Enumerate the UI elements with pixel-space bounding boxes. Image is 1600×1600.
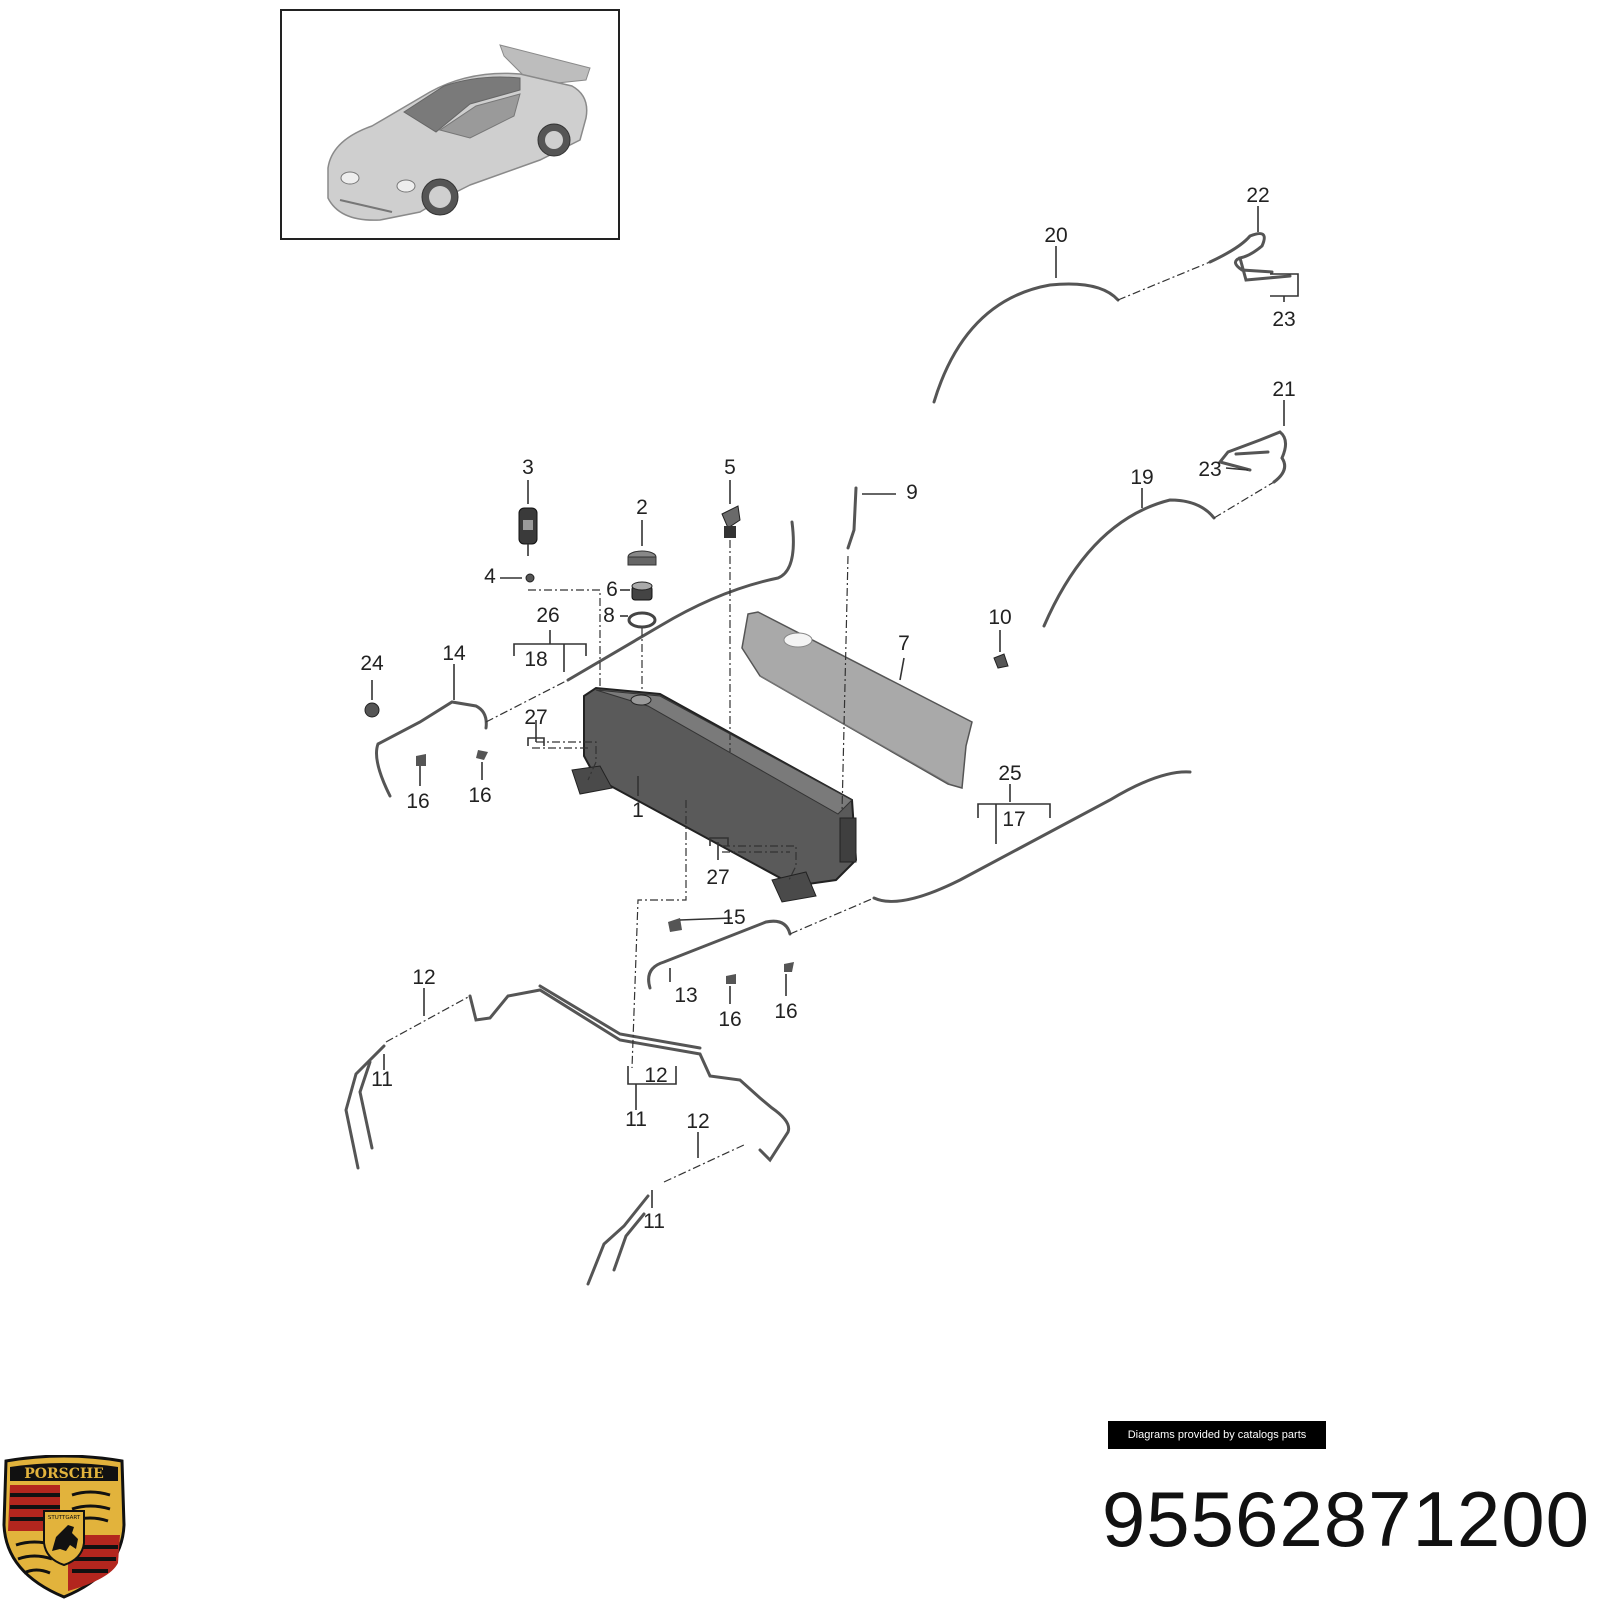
callout-11c: 11 [643,1210,665,1233]
nozzle-hose-right [586,1143,747,1286]
logo-city: STUTTGART [48,1515,81,1521]
callout-16d: 16 [774,1000,797,1023]
hose-13 [647,770,1192,990]
clip-10 [993,653,1009,669]
callout-16c: 16 [718,1008,741,1031]
callout-24: 24 [360,652,384,675]
callout-20: 20 [1044,224,1067,247]
nozzle-hose-left [344,984,791,1170]
callout-17: 17 [1002,808,1025,831]
callout-16b: 16 [468,784,491,807]
callout-labels: 1 2 3 4 5 6 7 8 9 10 11 11 11 12 12 12 1… [360,184,1295,1233]
callout-15: 15 [722,906,745,929]
clip-16b [476,750,488,760]
callout-3: 3 [522,456,534,479]
clip-16d [784,962,794,972]
callout-9: 9 [906,481,918,504]
callout-19: 19 [1130,466,1153,489]
callout-8: 8 [603,604,615,627]
hose-20 [932,232,1292,404]
callout-1: 1 [632,799,644,822]
grommet-24 [364,702,380,718]
callout-27b: 27 [706,866,729,889]
callout-16a: 16 [406,790,429,813]
assembly-lines [528,540,849,1069]
callout-4: 4 [484,565,496,588]
callout-21: 21 [1272,378,1295,401]
heat-shield [741,611,973,789]
callout-2: 2 [636,496,648,519]
clip-16c [726,974,736,984]
callout-12a: 12 [412,966,435,989]
callout-11a: 11 [371,1068,393,1091]
callout-27a: 27 [524,706,547,729]
filler-cap [627,550,657,629]
callout-22: 22 [1246,184,1269,207]
callout-14: 14 [442,642,466,665]
logo-wordmark: PORSCHE [24,1466,104,1482]
callout-11b: 11 [625,1108,647,1131]
callout-6: 6 [606,578,618,601]
callout-23a: 23 [1272,308,1295,331]
leader-lines [371,206,1299,1208]
washer-tank [571,686,858,903]
callout-18: 18 [524,648,547,671]
clip-16a [416,754,426,766]
callout-5: 5 [724,456,736,479]
diagram-credit-banner: Diagrams provided by catalogs parts [1108,1421,1326,1449]
level-sensor [721,505,741,538]
callout-10: 10 [988,606,1011,629]
callout-26: 26 [536,604,559,627]
hose-14 [375,520,795,798]
porsche-crest-icon: PORSCHE STUTTGART [2,1455,126,1599]
callout-12b: 12 [644,1064,667,1087]
part-number: 95562871200 [1101,1475,1590,1563]
car-icon [327,44,591,221]
callout-23b: 23 [1198,458,1221,481]
hose-19 [1042,430,1287,628]
callout-13: 13 [674,984,697,1007]
clip-15 [668,918,682,932]
callout-12c: 12 [686,1110,709,1133]
callout-7: 7 [898,632,910,655]
car-overview-inset [280,9,620,240]
callout-25: 25 [998,762,1021,785]
washer-pump [518,507,538,583]
dipstick [846,486,858,550]
